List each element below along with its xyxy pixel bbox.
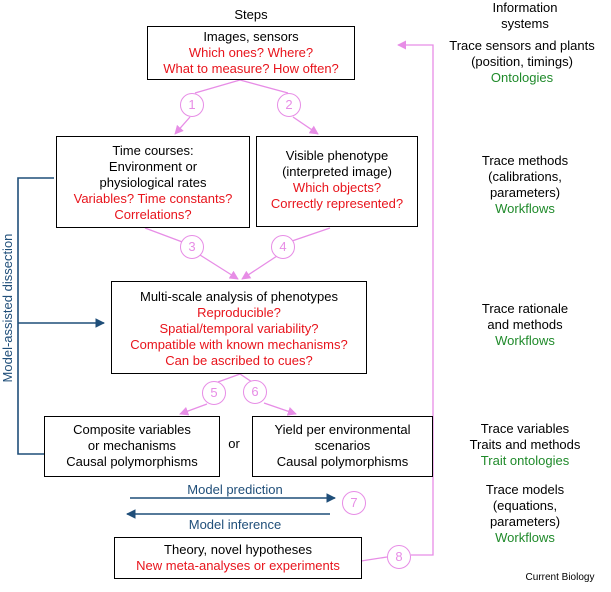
composite-line-2: or mechanisms: [87, 438, 177, 453]
info-line-2: systems: [501, 16, 549, 31]
yield-line-2: scenarios: [314, 438, 371, 453]
step-circle-2: 2: [277, 93, 301, 117]
arrow-theory-to-8: [360, 556, 388, 562]
methods-line-3: parameters): [489, 185, 561, 200]
trace-methods-block: Trace methods (calibrations, parameters)…: [455, 153, 595, 217]
step-circle-3: 3: [180, 235, 204, 259]
arrow-3-to-multiscale: [199, 254, 239, 280]
trace-sensors-block: Trace sensors and plants (position, timi…: [433, 38, 611, 86]
flow-arrows: [144, 40, 434, 562]
box-images-sensors: Images, sensors Which ones? Where? What …: [147, 26, 355, 80]
variables-line-1: Trace variables: [480, 421, 570, 436]
model-assisted-dissection-label: Model-assisted dissection: [0, 233, 15, 383]
multiscale-title: Multi-scale analysis of phenotypes: [140, 289, 338, 304]
multiscale-question-1: Reproducible?: [197, 305, 281, 320]
box-theory-hypotheses: Theory, novel hypotheses New meta-analys…: [114, 537, 362, 579]
yield-line-1: Yield per environmental: [274, 422, 411, 437]
visible-question-1: Which objects?: [292, 180, 382, 195]
variables-line-2: Traits and methods: [469, 437, 581, 452]
box-yield-scenarios: Yield per environmental scenarios Causal…: [252, 416, 433, 477]
images-question-2: What to measure? How often?: [163, 61, 339, 76]
step-circle-4: 4: [271, 235, 295, 259]
step-circle-5: 5: [202, 381, 226, 405]
rationale-line-1: Trace rationale: [481, 301, 569, 316]
multiscale-question-3: Compatible with known mechanisms?: [130, 337, 348, 352]
arrow-2-to-visible: [292, 116, 319, 135]
arrow-5-to-composite: [179, 403, 208, 416]
time-courses-question-1: Variables? Time constants?: [73, 191, 233, 206]
composite-line-1: Composite variables: [73, 422, 191, 437]
box-visible-phenotype: Visible phenotype (interpreted image) Wh…: [256, 136, 418, 227]
steps-heading: Steps: [234, 7, 268, 22]
models-line-3: parameters): [489, 514, 561, 529]
arrow-images-to-1: [194, 79, 241, 94]
methods-line-2: (calibrations,: [488, 169, 562, 184]
arrow-multiscale-to-5: [217, 373, 241, 383]
model-bracket: [17, 177, 54, 455]
info-systems-heading: Information systems: [455, 0, 595, 32]
box-time-courses: Time courses: Environment or physiologic…: [56, 136, 250, 228]
theory-line-1: Theory, novel hypotheses: [164, 542, 312, 557]
rationale-line-2: and methods: [487, 317, 563, 332]
arrow-1-to-time-courses: [174, 116, 191, 135]
theory-line-2: New meta-analyses or experiments: [136, 558, 340, 573]
journal-credit: Current Biology: [525, 572, 595, 583]
time-courses-question-2: Correlations?: [114, 207, 192, 222]
visible-question-2: Correctly represented?: [270, 196, 404, 211]
time-courses-line-2: Environment or: [108, 159, 198, 174]
visible-title: Visible phenotype: [285, 148, 389, 163]
box-composite-variables: Composite variables or mechanisms Causal…: [44, 416, 220, 477]
arrow-images-to-2: [239, 79, 289, 94]
model-arrows: [17, 177, 336, 519]
sensors-line-2: (position, timings): [471, 54, 573, 69]
step-circle-7: 7: [342, 491, 366, 515]
variables-line-3: Trait ontologies: [480, 453, 570, 468]
model-inference-label: Model inference: [188, 517, 282, 532]
sensors-line-1: Trace sensors and plants: [449, 38, 595, 53]
or-label: or: [228, 436, 240, 451]
visible-line-2: (interpreted image): [282, 164, 392, 179]
methods-line-1: Trace methods: [481, 153, 569, 168]
multiscale-question-4: Can be ascribed to cues?: [165, 353, 313, 368]
arrow-4-to-multiscale: [241, 255, 278, 280]
multiscale-question-2: Spatial/temporal variability?: [159, 321, 319, 336]
arrow-time-courses-to-3: [144, 227, 186, 244]
yield-line-3: Causal polymorphisms: [276, 454, 409, 469]
feedback-loop: [397, 40, 434, 556]
methods-line-4: Workflows: [495, 201, 555, 216]
images-title: Images, sensors: [203, 29, 299, 44]
composite-line-3: Causal polymorphisms: [66, 454, 198, 469]
step-circle-1: 1: [180, 93, 204, 117]
trace-variables-block: Trace variables Traits and methods Trait…: [450, 421, 600, 469]
step-circle-6: 6: [243, 380, 267, 404]
models-line-1: Trace models: [485, 482, 565, 497]
arrow-6-to-yield: [263, 402, 297, 416]
rationale-line-3: Workflows: [495, 333, 555, 348]
models-line-2: (equations,: [492, 498, 558, 513]
time-courses-title: Time courses:: [112, 143, 194, 158]
trace-models-block: Trace models (equations, parameters) Wor…: [455, 482, 595, 546]
models-line-4: Workflows: [495, 530, 555, 545]
arrow-visible-to-4: [291, 227, 331, 242]
time-courses-line-3: physiological rates: [99, 175, 207, 190]
images-question-1: Which ones? Where?: [188, 45, 314, 60]
sensors-line-3: Ontologies: [490, 70, 554, 85]
step-circle-8: 8: [387, 545, 411, 569]
info-line-1: Information: [492, 0, 558, 15]
trace-rationale-block: Trace rationale and methods Workflows: [455, 301, 595, 349]
model-prediction-label: Model prediction: [187, 482, 283, 497]
box-multiscale-analysis: Multi-scale analysis of phenotypes Repro…: [111, 281, 367, 374]
